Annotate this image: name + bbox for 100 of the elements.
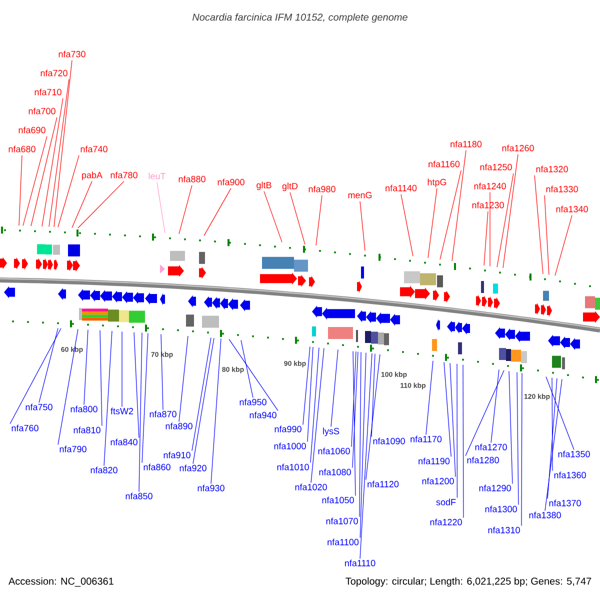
- leader-line: [72, 181, 92, 228]
- leader-line: [360, 353, 372, 559]
- gene-label: nfa840: [110, 438, 138, 446]
- leader-line: [534, 175, 544, 274]
- gene-label: nfa1110: [345, 560, 376, 566]
- leader-line: [38, 328, 58, 403]
- leader-line: [554, 215, 572, 276]
- gene-label: nfa1300: [485, 506, 517, 512]
- leader-line: [18, 155, 22, 226]
- gene-label: nfa880: [178, 176, 206, 182]
- leader-line: [462, 364, 464, 518]
- leader-line: [290, 192, 306, 245]
- leader-line: [352, 350, 356, 496]
- gene-label: nfa860: [144, 464, 170, 470]
- leader-line: [552, 377, 553, 471]
- gene-label: nfa850: [126, 492, 152, 500]
- gene-label: nfa940: [250, 412, 276, 418]
- gene-label: nfa1320: [536, 166, 568, 172]
- gene-label: nfa1330: [546, 186, 578, 192]
- gene-label: nfa1240: [474, 182, 506, 190]
- gene-label: nfa1270: [475, 444, 507, 450]
- leader-line: [178, 336, 188, 422]
- gene-label: nfa790: [60, 446, 86, 452]
- gene-label: nfa1350: [558, 450, 590, 458]
- gene-label: nfa780: [110, 172, 138, 178]
- gene-label: nfa680: [8, 146, 36, 152]
- leader-line: [264, 191, 282, 242]
- gene-label: nfa820: [90, 466, 118, 474]
- gene-label: nfa1080: [319, 468, 351, 476]
- leader-line: [156, 182, 166, 234]
- leader-line: [366, 354, 380, 480]
- footer-text: Accession: NC_006361: [8, 577, 114, 587]
- leader-line: [371, 353, 376, 437]
- gene-label: nfa930: [198, 484, 224, 492]
- gene-label: nfa1160: [428, 160, 460, 168]
- gene-label: gltB: [256, 182, 272, 190]
- gene-label: lysS: [323, 428, 340, 436]
- leader-line: [490, 369, 500, 443]
- gene-label: nfa1250: [480, 164, 512, 170]
- gene-label: nfa1170: [410, 436, 442, 442]
- leader-line: [359, 352, 362, 517]
- gene-label: nfa1260: [502, 144, 534, 152]
- leader-line: [58, 155, 80, 228]
- gene-label: nfa1010: [277, 464, 309, 470]
- leader-line: [440, 170, 462, 260]
- leader-line: [400, 194, 414, 256]
- leader-line: [428, 188, 438, 258]
- leader-line: [240, 340, 254, 398]
- leader-line: [360, 201, 366, 251]
- gene-label: nfa1000: [274, 442, 306, 450]
- gene-label: nfa1200: [422, 478, 454, 484]
- gene-label: nfa1360: [554, 472, 586, 478]
- gene-label: nfa1370: [549, 500, 581, 506]
- gene-label: nfa950: [240, 398, 266, 406]
- gene-label: nfa800: [70, 406, 98, 412]
- leader-line: [307, 346, 314, 442]
- gene-label: nfa920: [180, 464, 206, 472]
- leader-line: [78, 181, 124, 228]
- footer-text: Topology: circular; Length: 6,021,225 bp; Genes: 5,747: [346, 577, 592, 587]
- leader-line: [42, 98, 64, 227]
- leader-line: [302, 346, 310, 425]
- leader-line: [547, 378, 558, 499]
- gene-label: htpG: [428, 178, 446, 188]
- leader-line: [100, 330, 102, 426]
- leader-line: [496, 173, 514, 268]
- leader-line: [84, 329, 88, 405]
- gene-label: nfa890: [166, 422, 192, 430]
- gene-label: nfa1050: [322, 496, 354, 504]
- gene-label: nfa1340: [556, 206, 588, 212]
- leader-line: [310, 348, 324, 483]
- gene-label: nfa900: [218, 178, 244, 186]
- gene-label: nfa1220: [430, 518, 462, 526]
- gene-label: nfa730: [58, 50, 86, 58]
- leader-line: [444, 362, 452, 457]
- title: Nocardia farcinica IFM 10152, complete genome: [192, 13, 408, 23]
- leader-line: [192, 337, 212, 451]
- gene-label: nfa980: [308, 186, 336, 192]
- gene-label: nfa1310: [488, 526, 520, 534]
- gene-label: nfa1120: [368, 480, 399, 488]
- leader-line: [544, 195, 550, 276]
- gene-label: nfa810: [74, 426, 100, 434]
- leader-line: [330, 349, 338, 427]
- gene-label: nfa1070: [326, 518, 358, 524]
- leader-line: [48, 79, 70, 227]
- leader-line: [360, 352, 366, 538]
- leader-line: [310, 347, 320, 463]
- gene-label: nfa1090: [373, 438, 405, 444]
- gene-label: nfa700: [28, 108, 56, 114]
- leader-line: [316, 195, 322, 246]
- leader-line: [178, 185, 192, 234]
- leader-line: [452, 150, 466, 262]
- leader-line: [426, 360, 434, 435]
- gene-label: nfa1190: [418, 458, 450, 464]
- gene-label: nfa1060: [318, 448, 350, 454]
- gene-label: sodF: [436, 498, 456, 506]
- gene-label: pabA: [82, 172, 102, 180]
- gene-label: nfa690: [18, 126, 46, 134]
- leader-line: [104, 330, 112, 466]
- gene-label: nfa910: [164, 452, 190, 458]
- leader-line: [192, 338, 214, 464]
